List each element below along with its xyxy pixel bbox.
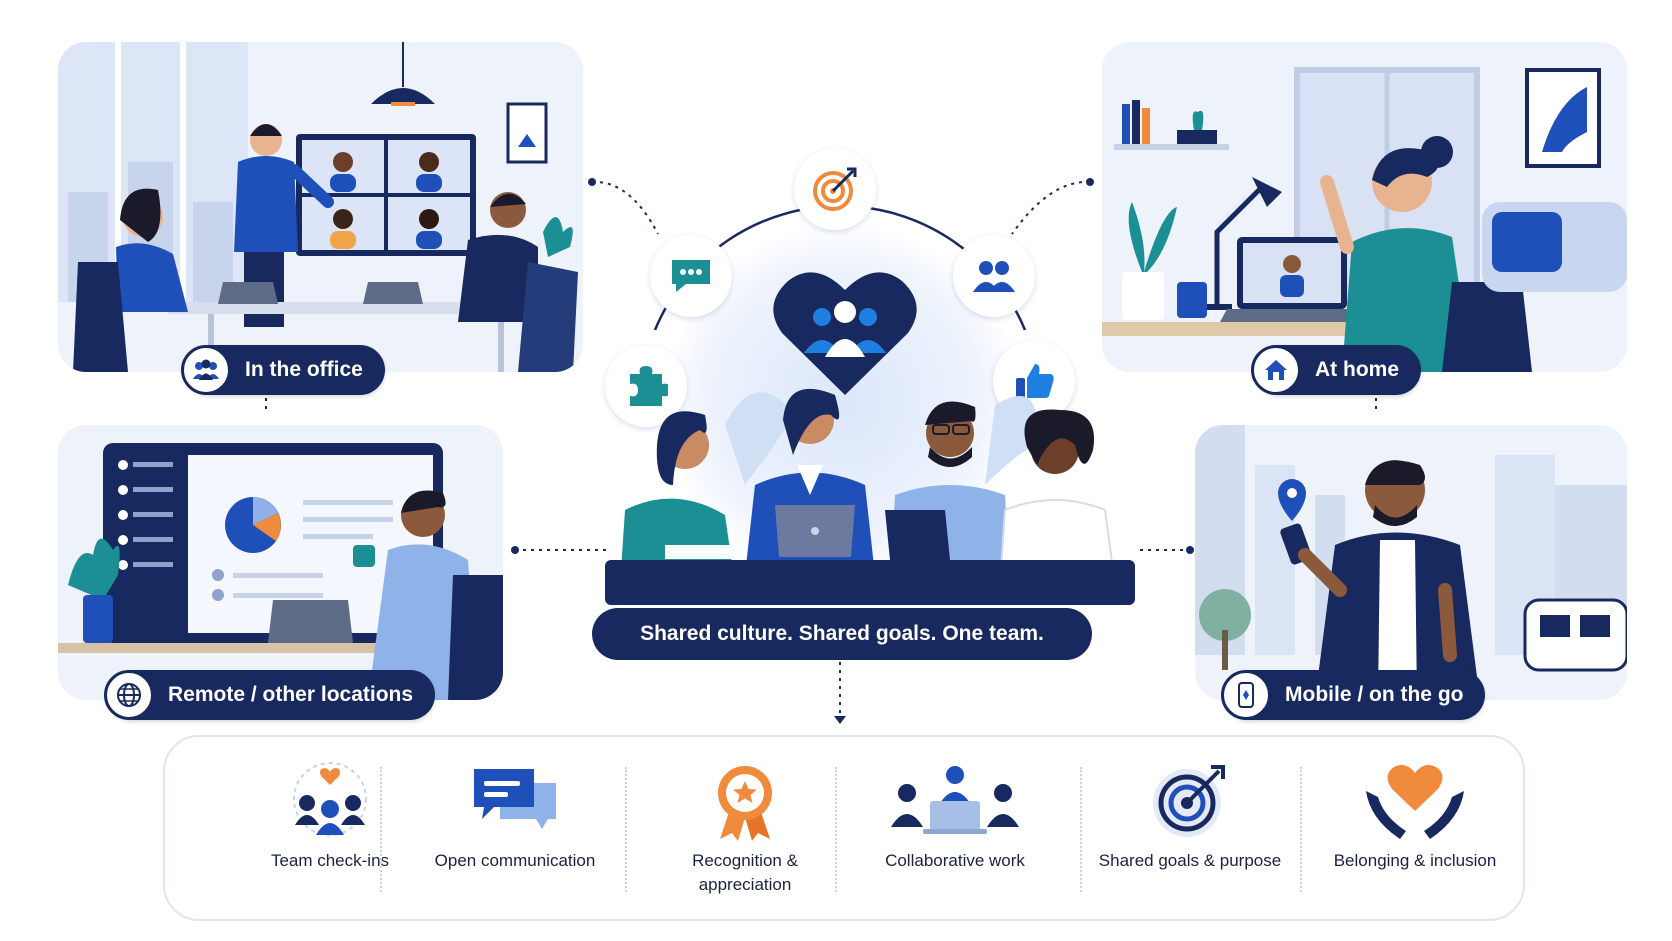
- mobile-label: Mobile / on the go: [1221, 670, 1486, 720]
- divider: [625, 767, 627, 892]
- remote-scene: [58, 425, 503, 700]
- house-icon: [1251, 345, 1301, 395]
- features-box: Team check-ins Open communication Recogn…: [163, 735, 1525, 921]
- feature-label: Shared goals & purpose: [1098, 851, 1282, 870]
- target-icon: [1153, 765, 1225, 837]
- target-bubble: [794, 148, 876, 230]
- puzzle-bubble: [605, 345, 687, 427]
- feature-label: Team check-ins: [270, 851, 390, 870]
- home-illustration: [1102, 42, 1627, 372]
- feature-belonging: Belonging & inclusion: [1315, 737, 1515, 919]
- feature-collaborative-work: Collaborative work: [855, 737, 1055, 919]
- chat-icon: [672, 260, 710, 292]
- remote-label: Remote / other locations: [104, 670, 436, 720]
- mobile-label-text: Mobile / on the go: [1285, 683, 1464, 706]
- chat-bubbles-icon: [474, 769, 556, 829]
- home-label-text: At home: [1315, 358, 1399, 381]
- home-scene: [1102, 42, 1627, 372]
- feature-label: Open communication: [434, 851, 596, 870]
- team-checkin-icon: [293, 762, 367, 836]
- divider: [1300, 767, 1302, 892]
- office-label-text: In the office: [245, 358, 363, 381]
- thumbs-up-icon: [1016, 364, 1054, 398]
- remote-label-text: Remote / other locations: [168, 683, 414, 706]
- feature-team-checkins: Team check-ins: [230, 737, 430, 919]
- heart-hands-icon: [1366, 765, 1464, 839]
- central-team-illustration: [605, 388, 1135, 605]
- target-icon: [813, 167, 857, 211]
- divider: [1080, 767, 1082, 892]
- divider: [835, 767, 837, 892]
- divider: [380, 767, 382, 892]
- puzzle-icon: [630, 366, 668, 406]
- feature-recognition: Recognition & appreciation: [645, 737, 845, 919]
- feature-label: Belonging & inclusion: [1333, 851, 1497, 870]
- globe-icon: [104, 670, 154, 720]
- feature-open-communication: Open communication: [415, 737, 615, 919]
- collaboration-icon: [891, 766, 1019, 834]
- award-ribbon-icon: [718, 766, 772, 841]
- mobile-scene: [1195, 425, 1627, 700]
- chat-bubble: [650, 235, 732, 317]
- office-label: In the office: [181, 345, 385, 395]
- people-icon: [973, 261, 1015, 292]
- feature-shared-goals: Shared goals & purpose: [1090, 737, 1290, 919]
- remote-illustration: [58, 425, 503, 700]
- heart-team-icon: [773, 272, 917, 395]
- home-label: At home: [1251, 345, 1421, 395]
- people-bubble: [953, 235, 1035, 317]
- feature-label: Recognition & appreciation: [692, 851, 798, 894]
- people-group-icon: [181, 345, 231, 395]
- mobile-illustration: [1195, 425, 1627, 700]
- office-scene: [58, 42, 583, 372]
- feature-label: Collaborative work: [885, 851, 1025, 870]
- smartphone-icon: [1221, 670, 1271, 720]
- central-banner: Shared culture. Shared goals. One team.: [592, 608, 1092, 660]
- office-illustration: [58, 42, 583, 372]
